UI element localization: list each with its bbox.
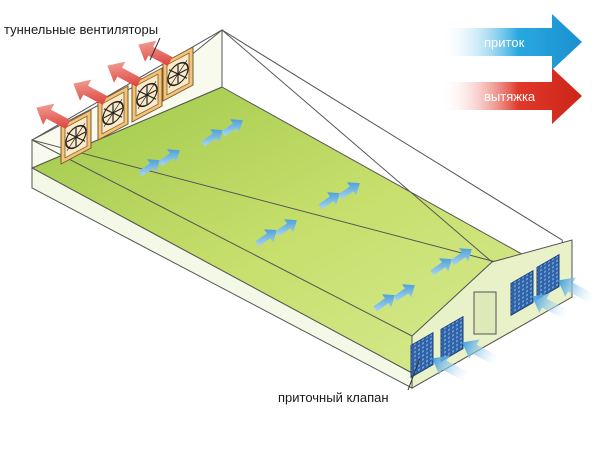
inlet-valve-label: приточный клапан bbox=[276, 390, 391, 405]
supply-legend-arrow bbox=[440, 14, 582, 70]
roof-line bbox=[30, 29, 573, 283]
airflow-arrows-group bbox=[138, 119, 472, 312]
exhaust-arrow-icon bbox=[36, 103, 71, 129]
fans-leader-line bbox=[149, 37, 161, 61]
inlet-leader-line bbox=[407, 357, 421, 391]
airflow-arrow-icon bbox=[275, 219, 297, 237]
exhaust-arrows-group bbox=[36, 40, 173, 129]
airflow-arrow-icon bbox=[393, 284, 415, 302]
airflow-arrow-icon bbox=[221, 119, 243, 137]
ridge-line bbox=[221, 29, 493, 263]
inlet-grilles-group bbox=[410, 253, 560, 379]
eave-line bbox=[31, 139, 413, 337]
exhaust-legend-arrow bbox=[440, 68, 582, 124]
exhaust-arrow-icon bbox=[107, 61, 142, 87]
airflow-arrow-icon bbox=[201, 129, 223, 147]
airflow-arrow-icon bbox=[558, 277, 596, 304]
tunnel-fans-label: туннельные вентиляторы bbox=[2, 22, 161, 37]
airflow-arrow-icon bbox=[138, 159, 160, 177]
airflow-arrow-icon bbox=[432, 355, 470, 382]
airflow-arrow-icon bbox=[532, 293, 570, 320]
airflow-arrow-icon bbox=[450, 248, 472, 266]
inlet-grille-icon bbox=[440, 315, 464, 363]
airflow-arrow-icon bbox=[373, 294, 395, 312]
inlet-grille-icon bbox=[510, 269, 534, 317]
exhaust-legend-label: вытяжка bbox=[484, 89, 536, 104]
tunnel-fan-icon bbox=[97, 85, 129, 141]
airflow-arrow-icon bbox=[430, 258, 452, 276]
airflow-arrow-icon bbox=[462, 339, 500, 366]
exhaust-arrow-icon bbox=[73, 79, 108, 105]
airflow-arrow-icon bbox=[255, 229, 277, 247]
supply-legend-label: приток bbox=[484, 35, 525, 50]
exhaust-arrow-icon bbox=[138, 40, 173, 66]
door bbox=[473, 291, 497, 335]
inlet-grille-icon bbox=[536, 253, 560, 301]
airflow-arrow-icon bbox=[338, 182, 360, 200]
airflow-arrow-icon bbox=[158, 149, 180, 167]
inflow-arrows-group bbox=[432, 277, 596, 382]
airflow-arrow-icon bbox=[318, 192, 340, 210]
